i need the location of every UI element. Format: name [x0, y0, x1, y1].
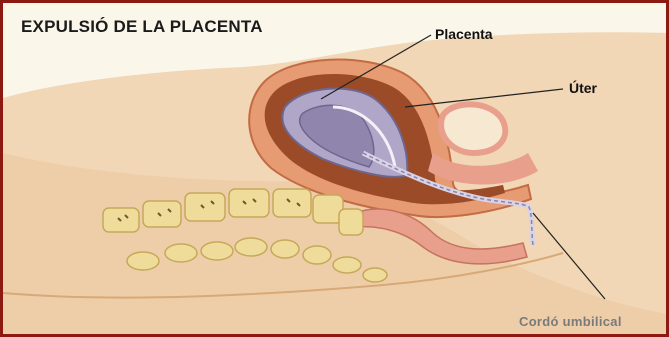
- bone-segment: [235, 238, 267, 256]
- bone-segment: [127, 252, 159, 270]
- label-placenta: Placenta: [435, 26, 493, 42]
- bone-segment: [165, 244, 197, 262]
- bone-segment: [201, 242, 233, 260]
- figure-title: EXPULSIÓ DE LA PLACENTA: [21, 17, 263, 37]
- anatomy-illustration: [3, 3, 669, 337]
- vertebra: [339, 209, 363, 235]
- bone-segment: [271, 240, 299, 258]
- vertebra: [229, 189, 269, 217]
- label-cordo-umbilical: Cordó umbilical: [519, 314, 622, 329]
- bone-segment: [363, 268, 387, 282]
- bone-segment: [333, 257, 361, 273]
- vertebra: [273, 189, 311, 217]
- vertebra: [185, 193, 225, 221]
- vertebra: [143, 201, 181, 227]
- label-uter: Úter: [569, 80, 597, 96]
- bone-segment: [303, 246, 331, 264]
- bladder: [441, 104, 505, 153]
